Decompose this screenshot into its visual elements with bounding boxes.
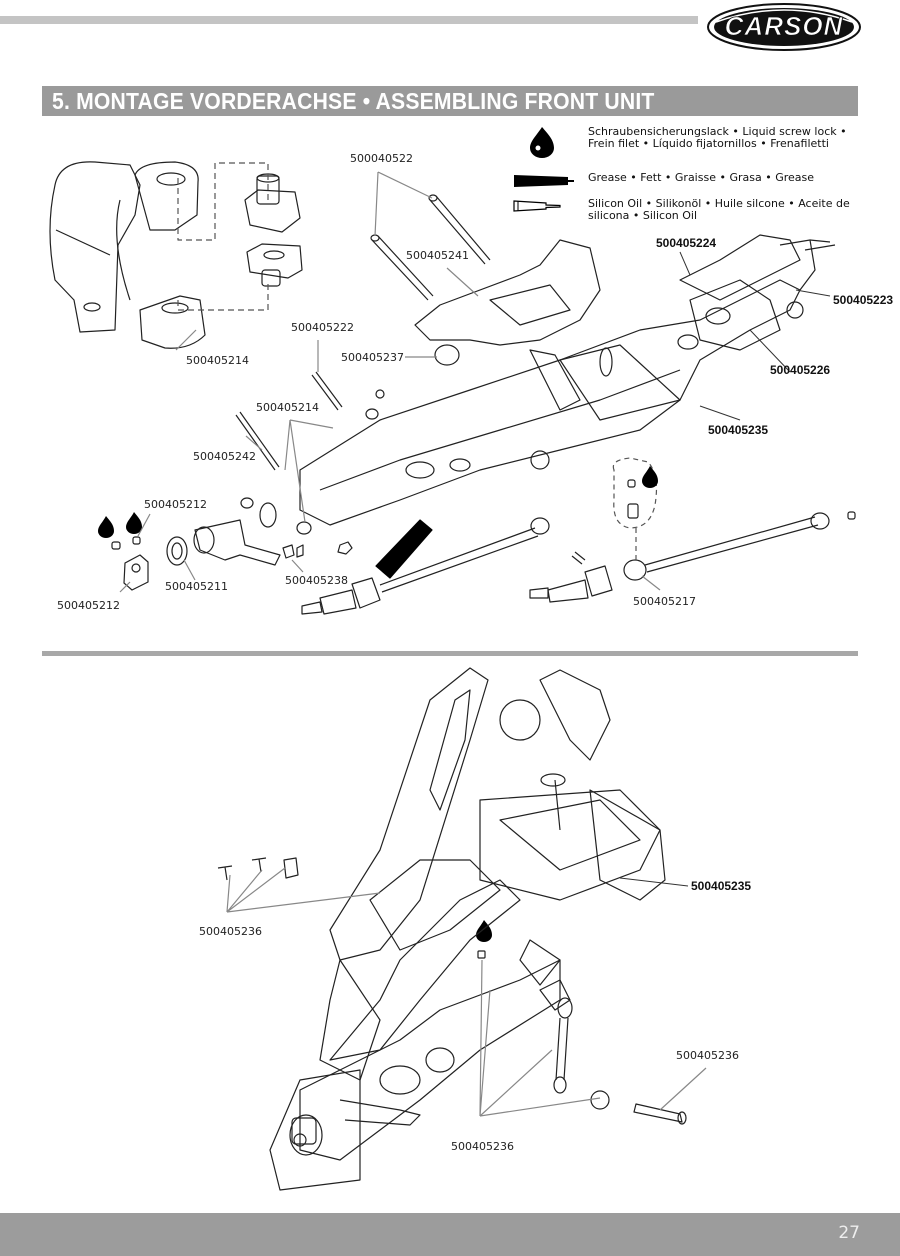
front-chassis-assembly-upper	[299, 234, 836, 526]
carson-logo: CARSON	[707, 3, 861, 51]
part-label: 500405214	[186, 354, 249, 367]
assembled-front-unit	[217, 667, 687, 1191]
part-label: 500405236	[451, 1140, 514, 1153]
grease-tube-icon	[375, 519, 433, 579]
part-label: 500405238	[285, 574, 348, 587]
part-label: 500405241	[406, 249, 469, 262]
grease-tube-icon	[514, 175, 574, 187]
part-label: 500405223	[833, 293, 894, 307]
part-label: 500405235	[691, 879, 752, 893]
section-title: 5. MONTAGE VORDERACHSE • ASSEMBLING FRON…	[52, 88, 655, 114]
part-label: 500405224	[656, 236, 717, 250]
legend-text-screw-lock: Schraubensicherungslack • Liquid screw l…	[588, 125, 847, 150]
screw-lock-drop-icons	[98, 466, 658, 942]
bushing-parts	[244, 173, 303, 287]
drive-shafts	[301, 457, 856, 615]
liquid-screw-lock-drop-icon	[530, 127, 554, 158]
small-hardware-parts	[111, 389, 385, 591]
logo-text: CARSON	[725, 11, 844, 41]
part-label: 500405211	[165, 580, 228, 593]
header-rule	[0, 16, 698, 24]
leader-lines	[119, 171, 661, 593]
legend-text-silicon-oil: Silicon Oil • Silikonöl • Huile silcone …	[588, 197, 850, 222]
part-label: 500405217	[633, 595, 696, 608]
page-footer: 27	[0, 1213, 900, 1256]
hinge-pins	[235, 194, 491, 471]
part-label: 500405242	[193, 450, 256, 463]
part-label: 500405214	[256, 401, 319, 414]
part-label: 500405222	[291, 321, 354, 334]
part-label: 500405237	[341, 351, 404, 364]
materials-legend: Schraubensicherungslack • Liquid screw l…	[510, 126, 860, 226]
assembly-guide-dashed	[177, 162, 269, 241]
part-label: 500405235	[708, 423, 769, 437]
part-label: 500405226	[770, 363, 831, 377]
part-label: 500405236	[676, 1049, 739, 1062]
part-label: 500040522	[350, 152, 413, 165]
page-number: 27	[838, 1223, 860, 1243]
section-divider	[42, 651, 858, 656]
steering-knuckle-part	[49, 161, 206, 349]
silicon-oil-tube-icon	[513, 200, 561, 212]
legend-text-grease: Grease • Fett • Graisse • Grasa • Grease	[588, 171, 814, 184]
section-header: 5. MONTAGE VORDERACHSE • ASSEMBLING FRON…	[42, 86, 858, 116]
part-label: 500405212	[144, 498, 207, 511]
part-label: 500405236	[199, 925, 262, 938]
part-label: 500405212	[57, 599, 120, 612]
